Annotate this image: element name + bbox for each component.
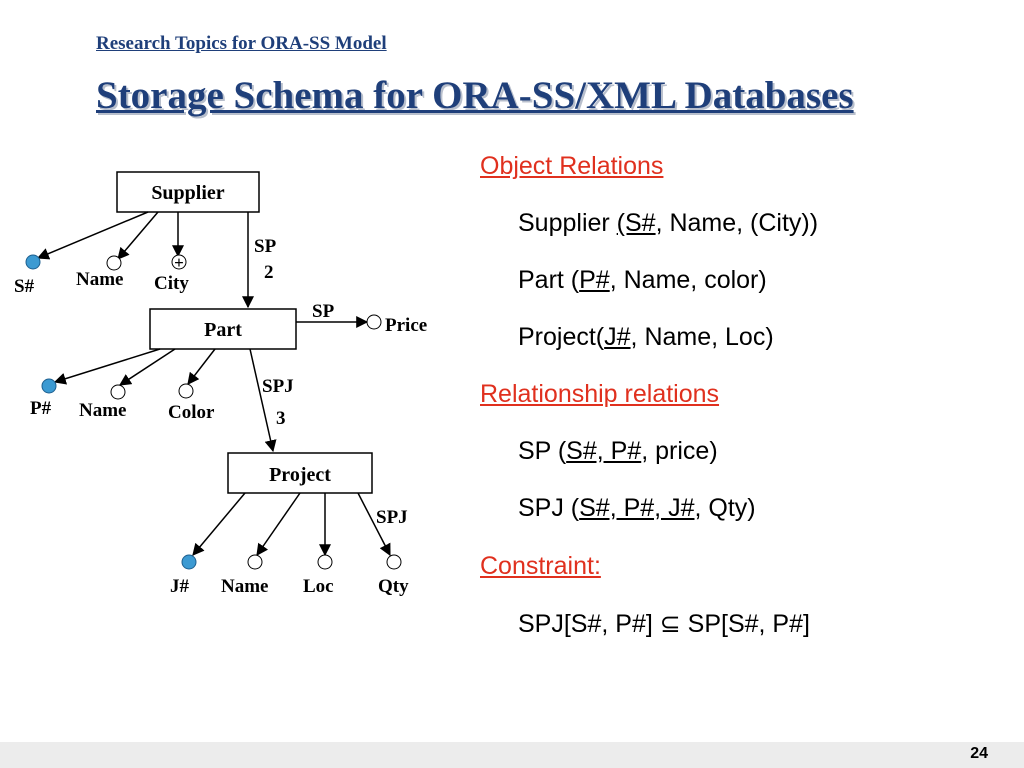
constraint-heading: Constraint: xyxy=(480,552,601,580)
spj-rel-name: SPJ xyxy=(262,376,294,397)
part-relation-rest: , Name, color) xyxy=(609,266,767,294)
subset-icon: ⊆ xyxy=(659,610,681,638)
part-relation-prefix: Part ( xyxy=(518,266,580,294)
footer-bar xyxy=(0,742,1024,768)
ora-ss-diagram: Supplier S# Name + City SP 2 Part SP Pri… xyxy=(14,171,427,597)
color-label: Color xyxy=(168,402,215,423)
loc-label: Loc xyxy=(303,576,334,597)
price-label: Price xyxy=(385,315,427,336)
j-key-label: J# xyxy=(170,576,190,597)
loc-dot xyxy=(317,554,333,570)
part-relation-key: P# xyxy=(579,266,610,294)
sp-relation-prefix: SP ( xyxy=(518,437,567,465)
constraint-left: SPJ[S#, P#] xyxy=(518,610,660,638)
s-key-dot xyxy=(25,254,41,270)
edge-project-qty xyxy=(357,492,391,557)
spj-relation-line: SPJ (S#, P#, J#, Qty) xyxy=(518,494,756,523)
constraint-right: SP[S#, P#] xyxy=(680,610,810,638)
project-name-label: Name xyxy=(221,576,268,597)
sp-relation-key: S#, P# xyxy=(566,437,642,465)
supplier-relation-key: (S# xyxy=(616,209,656,237)
edge-part-project xyxy=(249,348,277,453)
s-key-label: S# xyxy=(14,276,35,297)
qty-dot xyxy=(386,554,402,570)
part-relation-line: Part (P#, Name, color) xyxy=(518,266,767,295)
object-relations-heading: Object Relations xyxy=(480,152,664,180)
supplier-name-dot xyxy=(106,255,122,271)
slide-subtitle: Research Topics for ORA-SS Model xyxy=(96,33,387,54)
relationship-relations-heading: Relationship relations xyxy=(480,380,720,408)
edge-supplier-name xyxy=(117,211,159,260)
slide-title: Storage Schema for ORA-SS/XML Databases xyxy=(96,74,854,117)
edge-project-jkey xyxy=(192,492,246,556)
part-label: Part xyxy=(204,319,242,341)
project-relation-prefix: Project( xyxy=(518,323,605,351)
city-dot xyxy=(171,254,187,270)
qty-rel-name: SPJ xyxy=(376,507,408,528)
constraint-line: SPJ[S#, P#] ⊆ SP[S#, P#] xyxy=(518,609,810,639)
color-dot xyxy=(178,383,194,399)
supplier-relation-prefix: Supplier xyxy=(518,209,617,237)
p-key-dot xyxy=(41,378,57,394)
supplier-box xyxy=(116,171,260,213)
edge-project-name xyxy=(256,492,301,556)
page-number: 24 xyxy=(970,745,988,762)
supplier-label: Supplier xyxy=(151,182,224,204)
sp-rel-degree: 2 xyxy=(264,262,274,283)
spj-relation-prefix: SPJ ( xyxy=(518,494,580,522)
project-box xyxy=(227,452,373,494)
project-relation-key: J# xyxy=(604,323,631,351)
city-label: City xyxy=(154,273,189,294)
city-plus-icon: + xyxy=(174,253,184,272)
project-name-dot xyxy=(247,554,263,570)
supplier-relation-line: Supplier (S#, Name, (City)) xyxy=(518,209,818,238)
p-key-label: P# xyxy=(30,398,52,419)
part-box xyxy=(149,308,297,350)
spj-relation-key: S#, P#, J# xyxy=(579,494,695,522)
supplier-relation-rest: , Name, (City)) xyxy=(655,209,819,237)
edge-supplier-skey xyxy=(36,211,149,260)
spj-rel-degree: 3 xyxy=(276,408,286,429)
edge-part-color xyxy=(187,348,216,385)
edge-part-pkey xyxy=(53,348,161,385)
edge-part-name xyxy=(118,348,176,386)
qty-label: Qty xyxy=(378,576,409,597)
project-relation-line: Project(J#, Name, Loc) xyxy=(518,323,774,352)
project-relation-rest: , Name, Loc) xyxy=(630,323,774,351)
sp-rel-name: SP xyxy=(254,236,277,257)
j-key-dot xyxy=(181,554,197,570)
project-label: Project xyxy=(269,464,331,486)
part-name-label: Name xyxy=(79,400,126,421)
spj-relation-rest: , Qty) xyxy=(694,494,756,522)
price-rel-name: SP xyxy=(312,301,335,322)
part-name-dot xyxy=(110,384,126,400)
price-dot xyxy=(366,314,382,330)
sp-relation-rest: , price) xyxy=(641,437,718,465)
sp-relation-line: SP (S#, P#, price) xyxy=(518,437,718,466)
supplier-name-label: Name xyxy=(76,269,123,290)
